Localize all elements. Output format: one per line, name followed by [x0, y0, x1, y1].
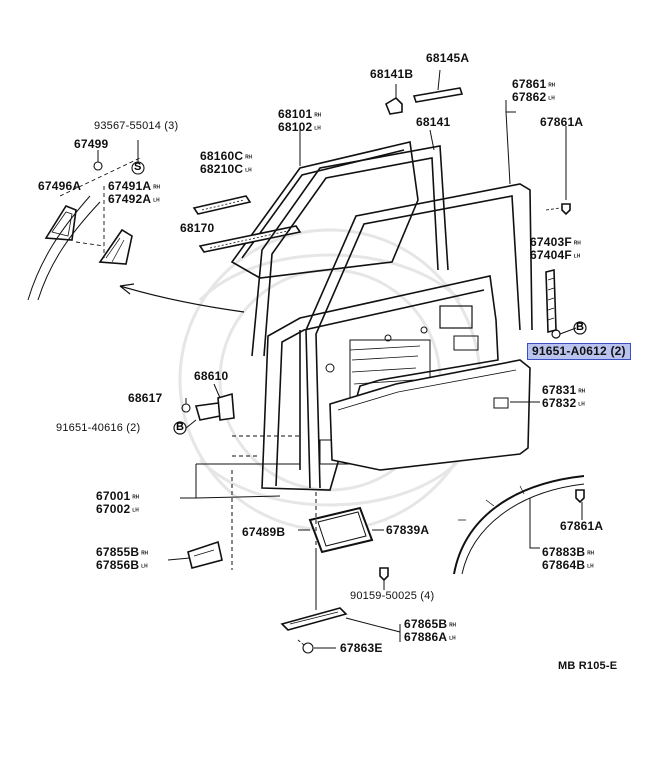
label-91651-A0612-highlighted[interactable]: 91651-A0612 (2) [527, 343, 631, 360]
direction-arrow [119, 283, 245, 313]
part-67491A-garnish [98, 228, 133, 265]
part-67861A-clip-top [545, 126, 571, 216]
part-67839A-cover [298, 506, 384, 554]
label-67863E: 67863E [340, 641, 383, 655]
label-68210C: 68210C ᴸᴴ [200, 162, 252, 176]
label-90159: 90159-50025 (4) [350, 590, 435, 602]
label-67831: 67831 ᴿᴴ [542, 383, 586, 397]
label-67855B: 67855B ᴿᴴ [96, 545, 149, 559]
part-68160C-channel [192, 195, 252, 215]
label-67886A: 67886A ᴸᴴ [404, 630, 456, 644]
label-68145A: 68145A [426, 51, 470, 65]
label-68141: 68141 [416, 115, 451, 129]
label-68101: 68101 ᴿᴴ [278, 107, 322, 121]
part-68141-run-channel [251, 129, 449, 357]
body-outline [27, 195, 101, 301]
door-weatherstrip [305, 100, 533, 489]
label-67491A: 67491A ᴿᴴ [108, 179, 161, 193]
label-67496A: 67496A [38, 179, 82, 193]
label-68160C: 68160C ᴿᴴ [200, 149, 253, 163]
door-shell-leaders [180, 463, 300, 570]
label-68617: 68617 [128, 391, 163, 405]
label-68102: 68102 ᴸᴴ [278, 120, 321, 134]
label-67839A: 67839A [386, 523, 430, 537]
label-67865B: 67865B ᴿᴴ [404, 617, 457, 631]
bolt-b-letter-right: B [576, 321, 584, 333]
label-67864B: 67864B ᴸᴴ [542, 558, 594, 572]
label-67861: 67861 ᴿᴴ [512, 77, 556, 91]
screw-s-letter: S [134, 161, 142, 173]
part-67403F-strip [545, 268, 577, 339]
label-67856B: 67856B ᴸᴴ [96, 558, 148, 572]
part-68141B-clip [385, 84, 403, 115]
bolt-b-marker-left [173, 419, 197, 435]
part-67865B-strip [280, 607, 401, 642]
bolt-b-letter-left: B [176, 421, 184, 433]
label-67883B: 67883B ᴿᴴ [542, 545, 595, 559]
part-90159-bolt [379, 567, 389, 590]
label-67002: 67002 ᴸᴴ [96, 502, 139, 516]
label-67862: 67862 ᴸᴴ [512, 90, 555, 104]
label-68141B: 68141B [370, 67, 414, 81]
part-67861A-clip-bottom [575, 489, 585, 520]
part-67499-screw [93, 150, 103, 171]
label-68170: 68170 [180, 221, 215, 235]
label-91651-40616: 91651-40616 (2) [56, 422, 141, 434]
label-67832: 67832 ᴸᴴ [542, 396, 585, 410]
part-67855B-pad [167, 540, 223, 569]
figure-code: MB R105-E [558, 660, 618, 672]
part-67883B-arch-strip [453, 475, 585, 575]
label-67492A: 67492A ᴸᴴ [108, 192, 160, 206]
label-67001: 67001 ᴿᴴ [96, 489, 140, 503]
part-93567-screw-s [131, 140, 145, 175]
door-trim-panel [329, 359, 540, 471]
label-67861A-top: 67861A [540, 115, 584, 129]
part-68145A-strip [412, 69, 464, 103]
label-67404F: 67404F ᴸᴴ [530, 248, 581, 262]
part-68610-hinge [194, 383, 235, 421]
part-68617-bolt [181, 398, 191, 413]
hinge-dashed-leaders [232, 435, 300, 457]
part-67496A-cover [44, 205, 77, 241]
bolt-b-marker-right [573, 321, 587, 335]
label-67403F: 67403F ᴿᴴ [530, 235, 581, 249]
label-68610: 68610 [194, 369, 229, 383]
part-67863E-clip [297, 639, 336, 654]
label-93567: 93567-55014 (3) [94, 120, 179, 132]
label-67861A-bottom: 67861A [560, 519, 604, 533]
label-67489B: 67489B [242, 525, 286, 539]
arch-leaders [529, 498, 540, 549]
label-67499: 67499 [74, 137, 109, 151]
left-parts-box [59, 157, 141, 258]
